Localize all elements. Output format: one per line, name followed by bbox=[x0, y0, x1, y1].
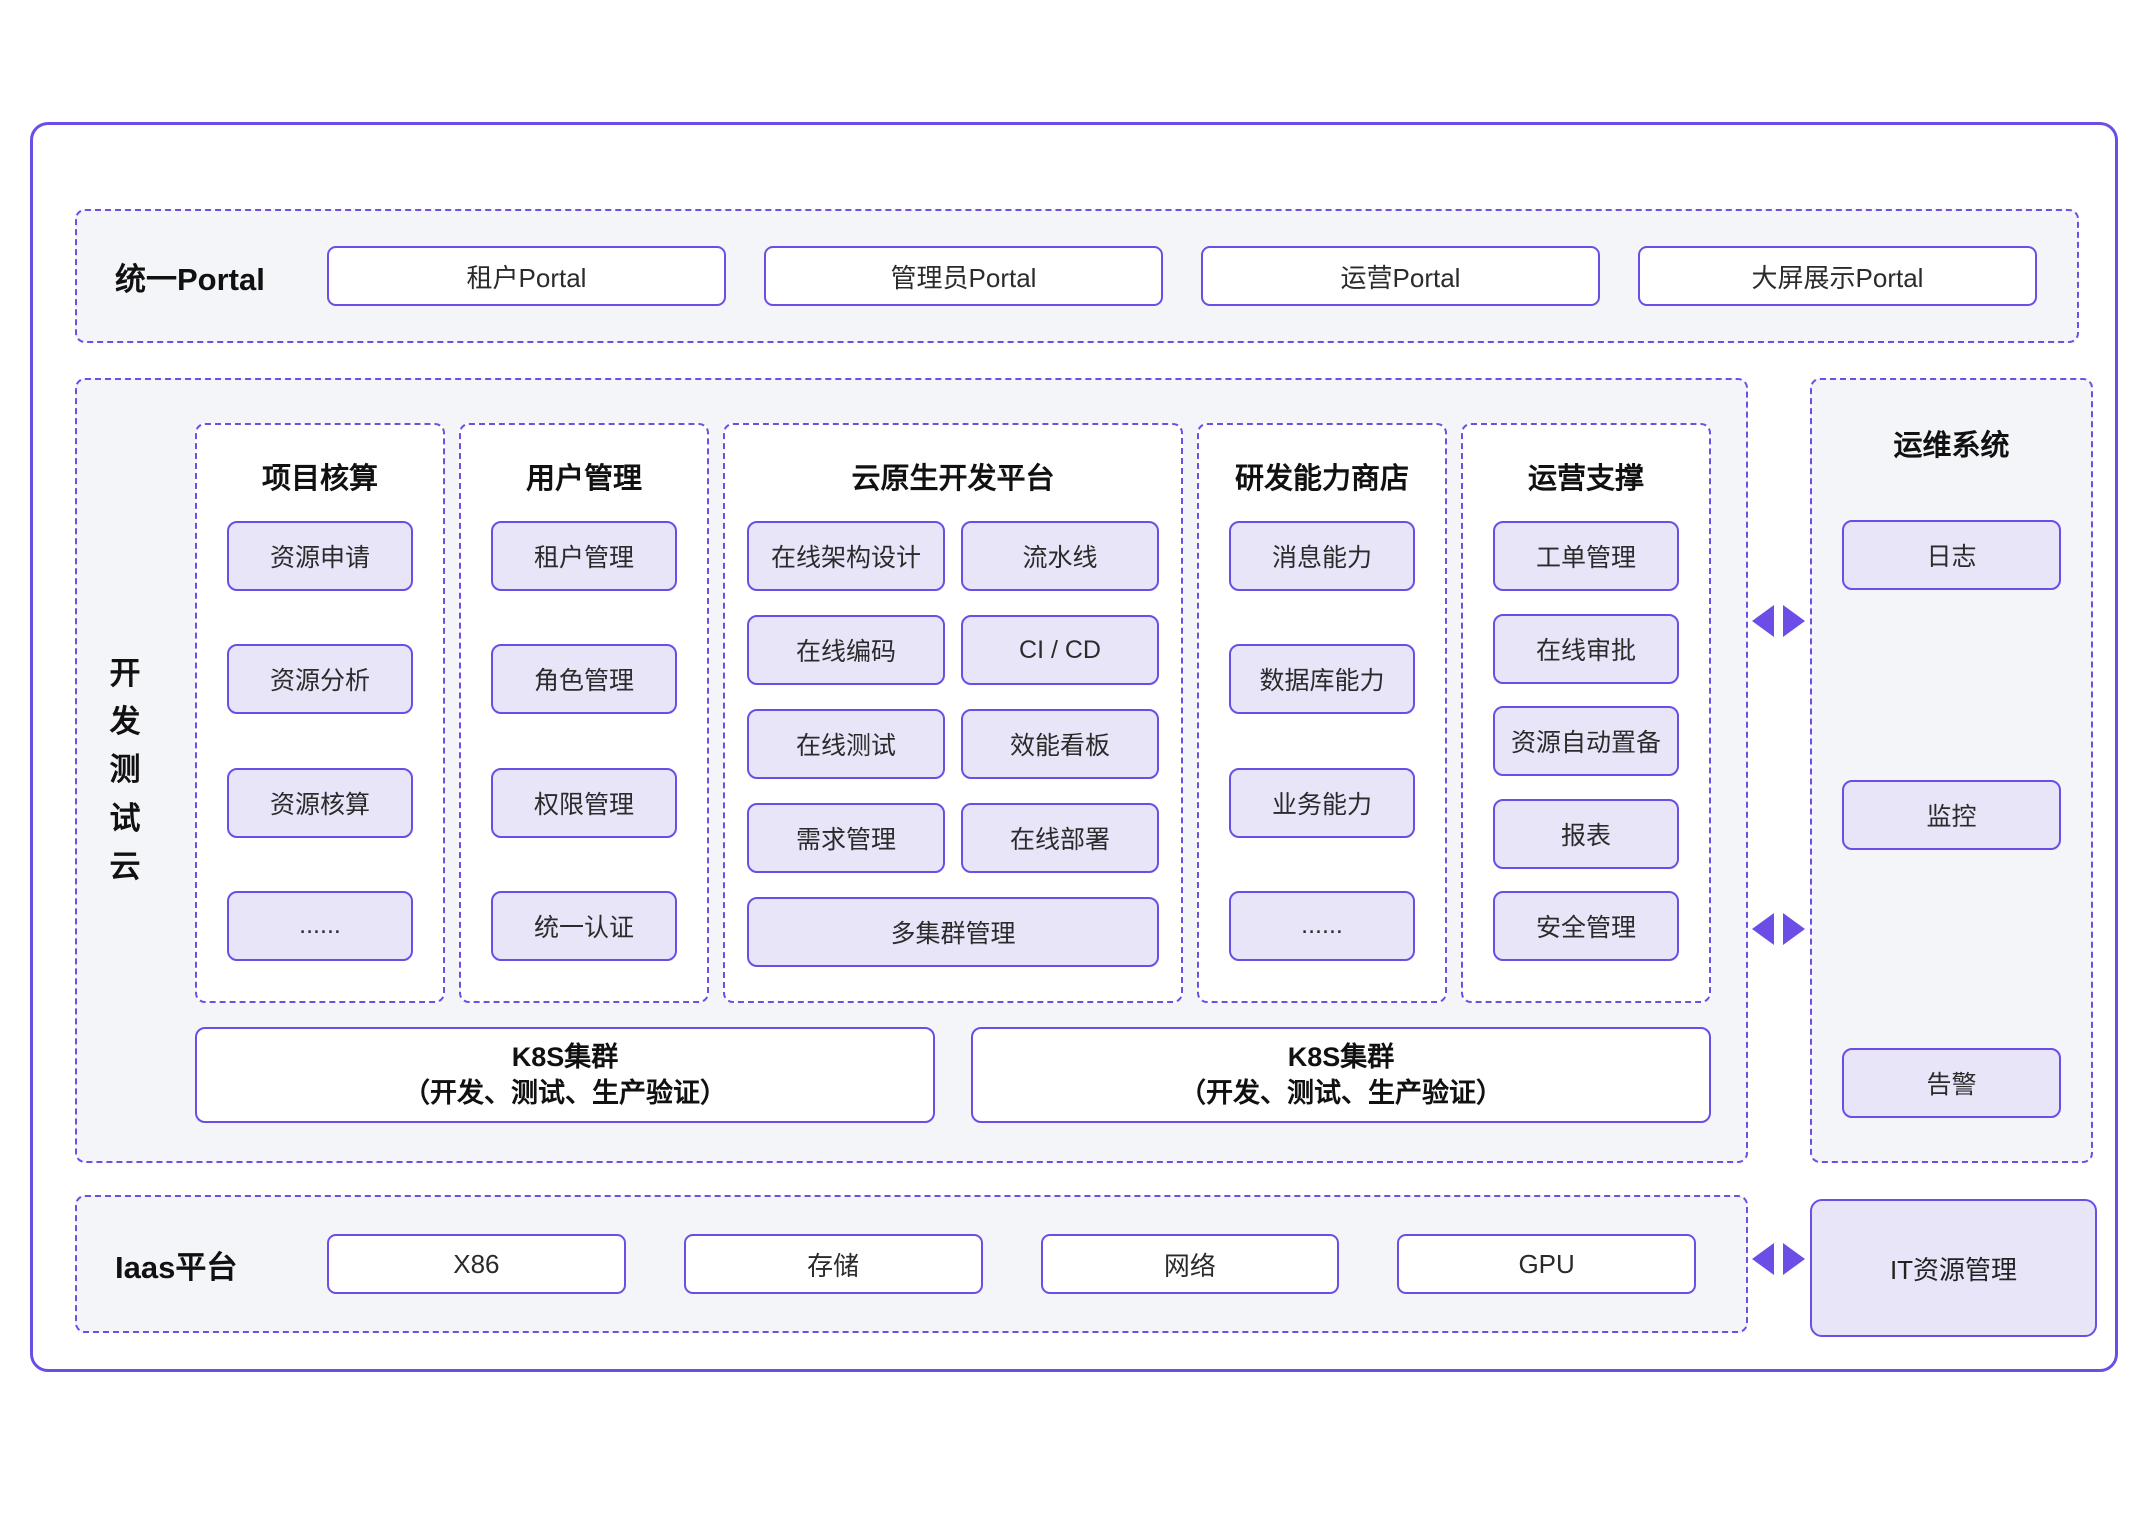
ops-system-section: 运维系统 日志 监控 告警 bbox=[1810, 378, 2093, 1163]
module-box: 资源分析 bbox=[227, 644, 413, 715]
portal-item-operation: 运营Portal bbox=[1201, 246, 1600, 306]
outer-frame: 统一Portal 租户Portal 管理员Portal 运营Portal 大屏展… bbox=[30, 122, 2118, 1372]
iaas-box-list: X86 存储 网络 GPU bbox=[327, 1234, 1696, 1294]
module-box: 在线部署 bbox=[961, 803, 1159, 873]
module-box: 业务能力 bbox=[1229, 767, 1415, 838]
k8s-cluster-subtitle: （开发、测试、生产验证） bbox=[1179, 1078, 1503, 1108]
module-box: 消息能力 bbox=[1229, 521, 1415, 591]
portal-item-tenant: 租户Portal bbox=[327, 246, 726, 306]
it-resource-management-box: IT资源管理 bbox=[1810, 1199, 2097, 1337]
module-box: 资源自动置备 bbox=[1493, 706, 1679, 776]
module-box: 租户管理 bbox=[491, 521, 677, 591]
module-box: 在线测试 bbox=[747, 709, 945, 779]
k8s-cluster-row: K8S集群 （开发、测试、生产验证） K8S集群 （开发、测试、生产验证） bbox=[195, 1027, 1711, 1123]
column-project-accounting: 项目核算 资源申请 资源分析 资源核算 ...... bbox=[195, 423, 445, 1003]
module-box: 资源申请 bbox=[227, 521, 413, 591]
ops-box-alert: 告警 bbox=[1842, 1048, 2061, 1118]
column-title: 用户管理 bbox=[525, 463, 642, 495]
dev-test-cloud-section: 开发测试云 项目核算 资源申请 资源分析 资源核算 ...... 用户管 bbox=[75, 378, 1748, 1163]
module-box: 报表 bbox=[1493, 798, 1679, 869]
arrow-left-icon bbox=[1752, 913, 1774, 945]
iaas-item-gpu: GPU bbox=[1397, 1234, 1696, 1294]
portal-item-bigscreen: 大屏展示Portal bbox=[1638, 246, 2037, 306]
column-cloud-native-platform: 云原生开发平台 在线架构设计 流水线 在线编码 CI / CD 在线测试 效能看… bbox=[723, 423, 1183, 1003]
ops-box-log: 日志 bbox=[1842, 520, 2061, 590]
iaas-section: Iaas平台 X86 存储 网络 GPU bbox=[75, 1195, 1748, 1333]
column-rd-capability-store: 研发能力商店 消息能力 数据库能力 业务能力 ...... bbox=[1197, 423, 1447, 1003]
module-box: 在线架构设计 bbox=[747, 521, 945, 591]
column-title: 项目核算 bbox=[261, 463, 378, 495]
column-title: 云原生开发平台 bbox=[851, 463, 1055, 495]
module-box-multicluster: 多集群管理 bbox=[747, 897, 1159, 967]
column-title: 研发能力商店 bbox=[1234, 463, 1409, 495]
sync-arrows-icon bbox=[1752, 913, 1806, 945]
arrow-right-icon bbox=[1783, 1243, 1805, 1275]
module-box: CI / CD bbox=[961, 615, 1159, 685]
module-box: 在线编码 bbox=[747, 615, 945, 685]
arrow-right-icon bbox=[1783, 605, 1805, 637]
column-user-management: 用户管理 租户管理 角色管理 权限管理 统一认证 bbox=[459, 423, 709, 1003]
arrow-right-icon bbox=[1783, 913, 1805, 945]
module-columns: 项目核算 资源申请 资源分析 资源核算 ...... 用户管理 租户管理 角色管… bbox=[195, 423, 1711, 1003]
iaas-title: Iaas平台 bbox=[115, 1249, 238, 1285]
dev-test-cloud-label: 开发测试云 bbox=[109, 656, 141, 884]
portal-item-admin: 管理员Portal bbox=[764, 246, 1163, 306]
module-box: 角色管理 bbox=[491, 644, 677, 715]
portal-section-title: 统一Portal bbox=[115, 261, 265, 297]
sync-arrows-icon bbox=[1752, 605, 1806, 637]
module-box: 资源核算 bbox=[227, 767, 413, 838]
k8s-cluster-box: K8S集群 （开发、测试、生产验证） bbox=[195, 1027, 935, 1123]
arrow-left-icon bbox=[1752, 605, 1774, 637]
module-box: 工单管理 bbox=[1493, 521, 1679, 591]
k8s-cluster-box: K8S集群 （开发、测试、生产验证） bbox=[971, 1027, 1711, 1123]
module-box: 效能看板 bbox=[961, 709, 1159, 779]
portal-section: 统一Portal 租户Portal 管理员Portal 运营Portal 大屏展… bbox=[75, 209, 2079, 343]
ops-box-monitor: 监控 bbox=[1842, 780, 2061, 850]
module-box: 统一认证 bbox=[491, 890, 677, 961]
portal-box-list: 租户Portal 管理员Portal 运营Portal 大屏展示Portal bbox=[327, 246, 2037, 306]
column-title: 运营支撑 bbox=[1527, 463, 1644, 495]
module-box: ...... bbox=[227, 890, 413, 961]
module-box: ...... bbox=[1229, 890, 1415, 961]
module-box: 数据库能力 bbox=[1229, 644, 1415, 715]
sync-arrows-icon bbox=[1752, 1243, 1806, 1275]
arrow-left-icon bbox=[1752, 1243, 1774, 1275]
dev-test-cloud-content: 项目核算 资源申请 资源分析 资源核算 ...... 用户管理 租户管理 角色管… bbox=[195, 423, 1711, 1123]
k8s-cluster-subtitle: （开发、测试、生产验证） bbox=[403, 1078, 727, 1108]
module-box: 在线审批 bbox=[1493, 613, 1679, 684]
module-box: 权限管理 bbox=[491, 767, 677, 838]
k8s-cluster-title: K8S集群 bbox=[1287, 1041, 1395, 1072]
ops-system-title: 运维系统 bbox=[1893, 430, 2010, 462]
module-box: 需求管理 bbox=[747, 803, 945, 873]
module-box: 流水线 bbox=[961, 521, 1159, 591]
module-box: 安全管理 bbox=[1493, 891, 1679, 961]
iaas-item-x86: X86 bbox=[327, 1234, 626, 1294]
iaas-item-network: 网络 bbox=[1040, 1234, 1340, 1294]
k8s-cluster-title: K8S集群 bbox=[511, 1041, 619, 1072]
iaas-item-storage: 存储 bbox=[683, 1234, 983, 1294]
column-operation-support: 运营支撑 工单管理 在线审批 资源自动置备 报表 安全管理 bbox=[1461, 423, 1711, 1003]
